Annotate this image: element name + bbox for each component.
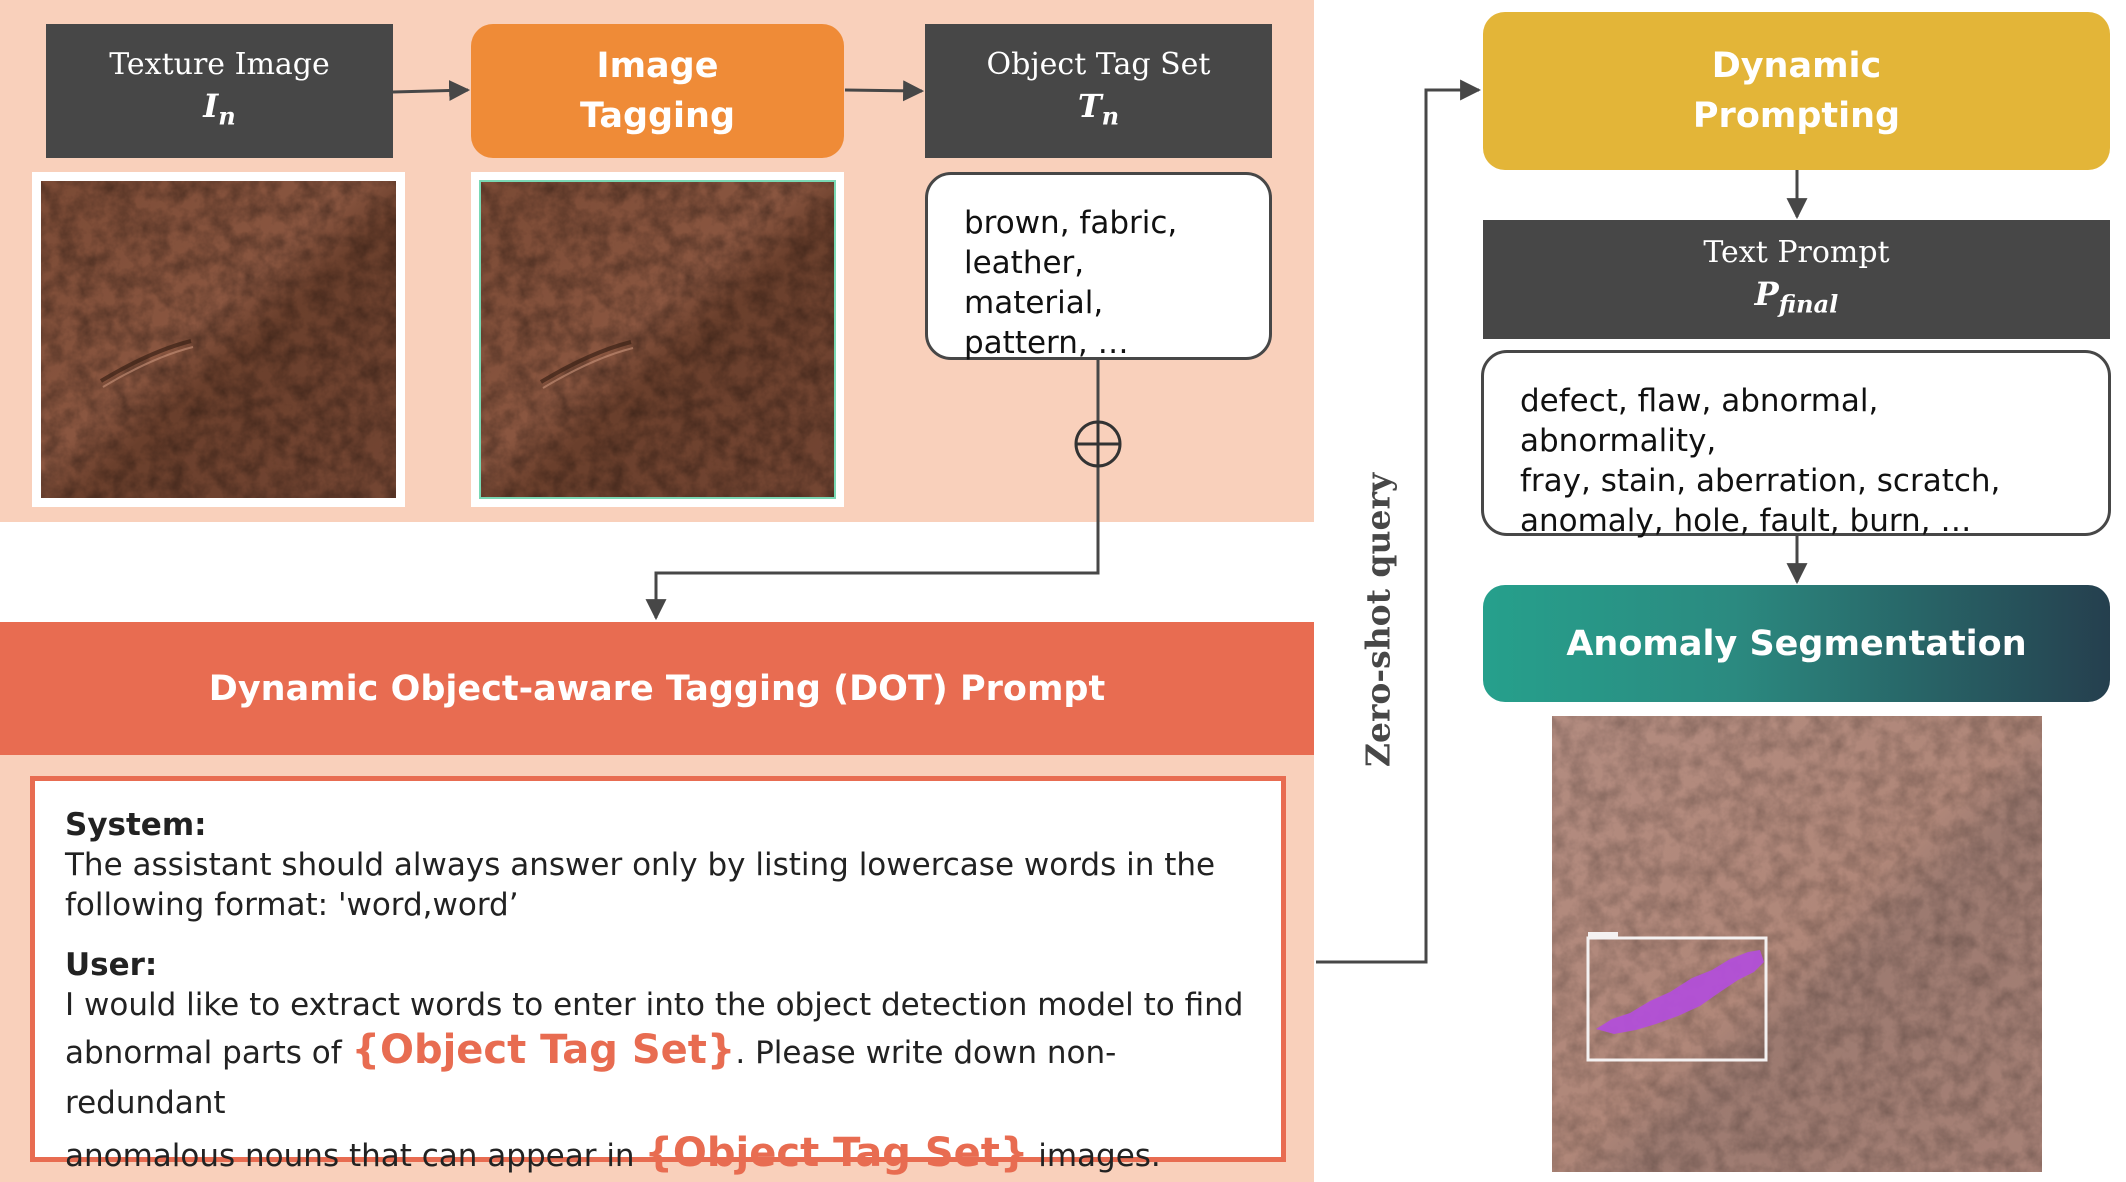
text-prompt-box: Text Prompt Pfinal (1483, 220, 2110, 339)
texture-image-box: Texture Image In (46, 24, 393, 158)
texture-image-frame (32, 172, 405, 507)
object-tag-set-label: Object Tag Set (986, 46, 1211, 82)
text-prompt-symbol: Pfinal (1754, 275, 1839, 319)
anomaly-words-line3: anomaly, hole, fault, burn, … (1520, 503, 1972, 539)
dynamic-prompting-line1: Dynamic (1711, 46, 1882, 86)
anomaly-mask (1596, 950, 1764, 1034)
user-header: User: (65, 947, 158, 983)
user-line-2: abnormal parts of {Object Tag Set}. Plea… (65, 1027, 1117, 1121)
image-tagging-line2: Tagging (579, 96, 736, 136)
image-tagging-line1: Image (596, 46, 719, 86)
image-tagging-box: Image Tagging (471, 24, 844, 158)
tag-list-line3: pattern, … (964, 325, 1129, 361)
user-line-1: I would like to extract words to enter i… (65, 987, 1244, 1023)
object-tag-set-token: {Object Tag Set} (351, 1027, 736, 1073)
tag-list-line2: leather, material, (964, 245, 1104, 321)
anomaly-words-line1: defect, flaw, abnormal, abnormality, (1520, 383, 1879, 459)
detection-box (1586, 936, 1768, 1062)
anomaly-segmentation-box: Anomaly Segmentation (1483, 585, 2110, 702)
tagging-image-frame (471, 172, 844, 507)
system-header: System: (65, 807, 207, 843)
system-line-1: The assistant should always answer only … (65, 847, 1216, 883)
anomaly-words-box: defect, flaw, abnormal, abnormality, fra… (1481, 350, 2111, 539)
dynamic-prompting-box: Dynamic Prompting (1483, 12, 2110, 170)
arrow-plus-to-dot (645, 466, 1100, 621)
arrow-tagging-to-tagset (844, 80, 925, 102)
object-tag-set-box: Object Tag Set Tn (925, 24, 1272, 158)
circled-plus-icon (1074, 420, 1122, 468)
tag-list-line1: brown, fabric, (964, 205, 1178, 241)
zero-shot-query-label: Zero-shot query (1358, 472, 1398, 768)
anomaly-segmentation-label: Anomaly Segmentation (1566, 623, 2027, 664)
system-line-2: following format: 'word,word’ (65, 887, 519, 923)
texture-image-symbol: In (203, 86, 236, 131)
arrow-dot-to-dynamic-prompting (1316, 79, 1482, 964)
segmentation-result-image (1552, 716, 2042, 1172)
dynamic-prompting-line2: Prompting (1692, 96, 1901, 136)
dot-prompt-title: Dynamic Object-aware Tagging (DOT) Promp… (0, 622, 1314, 755)
leather-texture-image (41, 181, 396, 498)
tagged-leather-image (481, 182, 834, 497)
tag-list-box: brown, fabric, leather, material, patter… (925, 172, 1272, 361)
object-tag-set-symbol: Tn (1077, 86, 1120, 131)
user-line-3: anomalous nouns that can appear in {Obje… (65, 1130, 1161, 1176)
tagging-highlight (479, 180, 836, 499)
object-tag-set-token: {Object Tag Set} (644, 1130, 1029, 1176)
arrow-texture-to-tagging (392, 80, 471, 102)
text-prompt-label: Text Prompt (1703, 235, 1890, 271)
anomaly-words-line2: fray, stain, aberration, scratch, (1520, 463, 2001, 499)
texture-image-label: Texture Image (109, 46, 330, 82)
dot-prompt-box: System: The assistant should always answ… (30, 776, 1286, 1176)
